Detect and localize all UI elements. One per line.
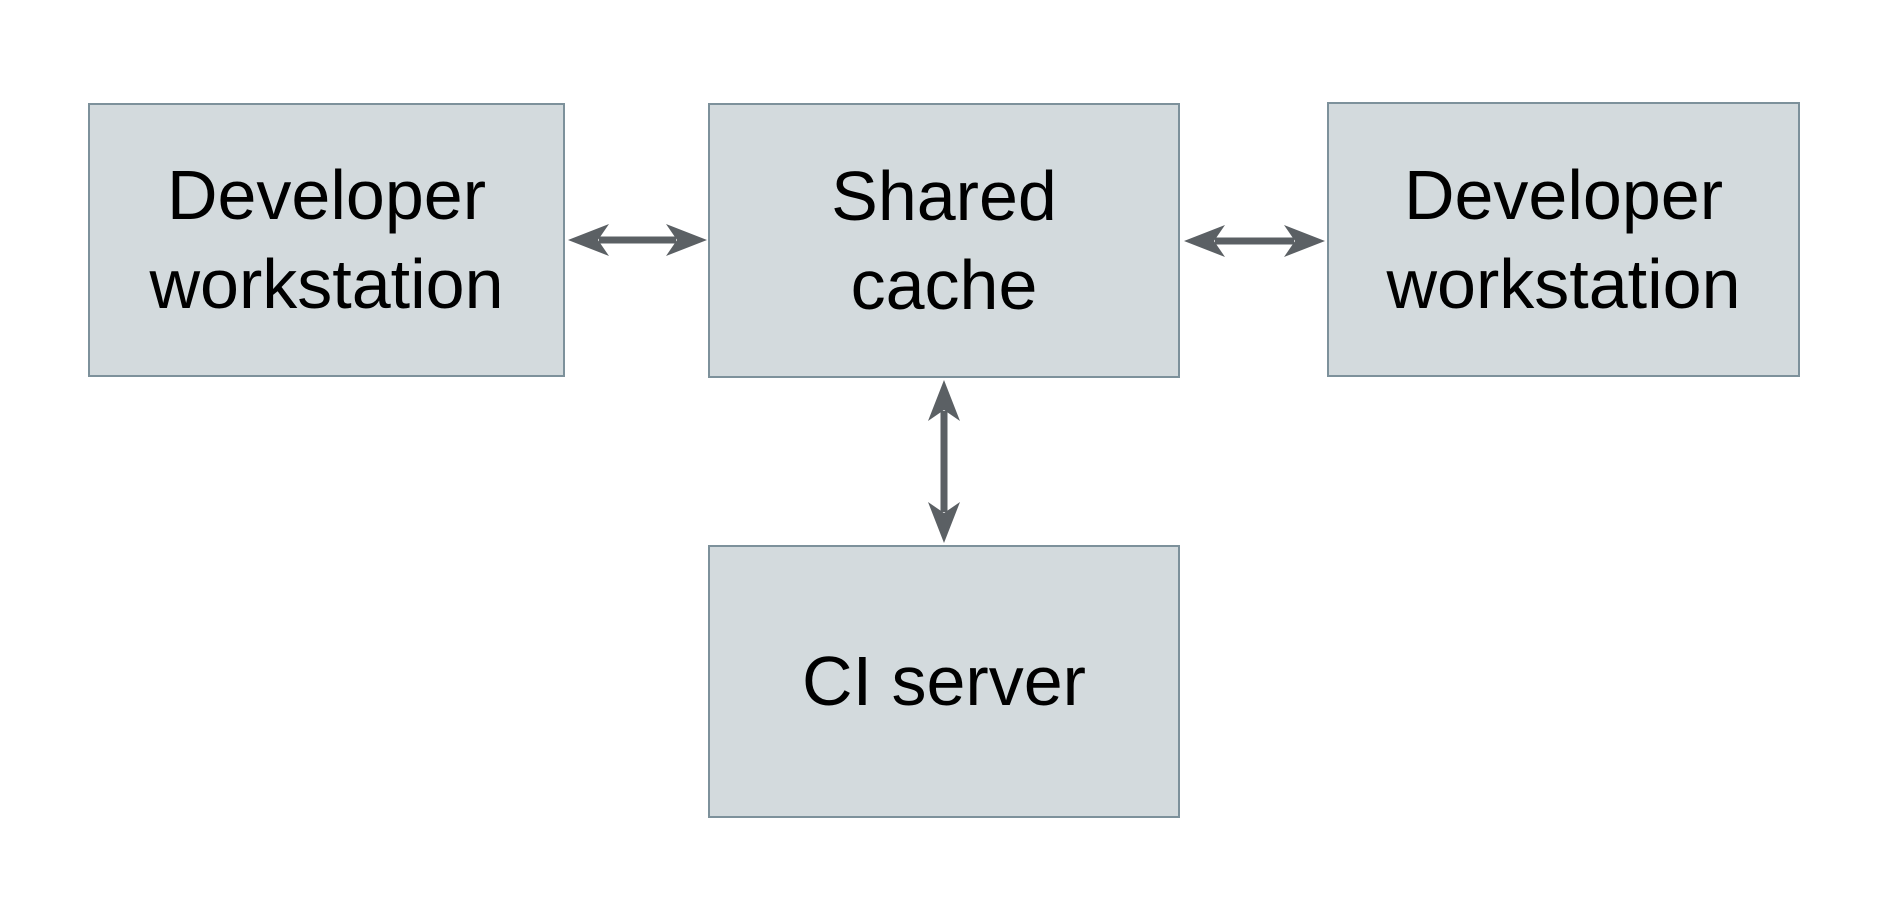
node-ci-server: CI server [708,545,1180,818]
node-label-line: workstation [1386,244,1741,323]
node-label-line: Developer [1403,155,1724,234]
node-label-line: Shared [831,156,1057,235]
node-label-line: workstation [149,245,504,323]
node-shared-cache: Shared cache [708,103,1180,378]
node-label-line: CI server [802,642,1086,721]
node-developer-workstation-right: Developer workstation [1327,102,1800,377]
node-developer-workstation-left: Developer workstation [88,103,565,377]
node-label-line: Developer [166,156,487,235]
node-label-line: cache [850,245,1038,324]
